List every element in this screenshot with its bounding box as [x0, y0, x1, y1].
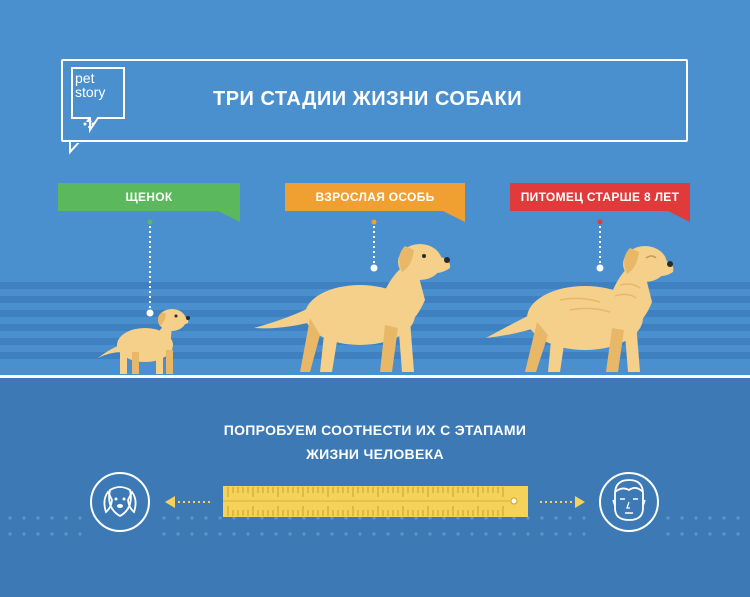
senior-dog-illustration — [486, 246, 674, 372]
stage-label-puppy: ЩЕНОК — [125, 190, 173, 204]
pointer-dot-senior — [596, 264, 604, 272]
pointer-dot-puppy — [146, 309, 154, 317]
bottom-dot-rows — [8, 516, 740, 536]
logo-line1: pet — [75, 70, 95, 86]
subtitle-line1: ПОПРОБУЕМ СООТНЕСТИ ИХ С ЭТАПАМИ — [223, 422, 527, 438]
stage-label-senior: ПИТОМЕЦ СТАРШЕ 8 ЛЕТ — [520, 190, 680, 204]
logo-text: pet story — [75, 71, 125, 99]
page-title: ТРИ СТАДИИ ЖИЗНИ СОБАКИ — [213, 88, 523, 110]
subtitle: ПОПРОБУЕМ СООТНЕСТИ ИХ С ЭТАПАМИ ЖИЗНИ Ч… — [150, 418, 600, 466]
subtitle-line2: ЖИЗНИ ЧЕЛОВЕКА — [306, 446, 444, 462]
pointer-dot-adult — [370, 264, 378, 272]
pointer-lines — [149, 221, 601, 310]
ground-line — [0, 375, 750, 378]
petstory-logo — [71, 67, 125, 134]
right-arrow — [540, 496, 585, 508]
puppy-illustration — [98, 309, 190, 374]
cat-face-icon — [83, 117, 95, 128]
human-face-icon — [599, 472, 659, 532]
dog-face-icon — [90, 472, 150, 532]
ruler — [223, 486, 528, 517]
stage-box-senior — [510, 183, 690, 222]
header-box: pet story ТРИ СТАДИИ ЖИЗНИ СОБАКИ — [61, 59, 688, 142]
logo-line2: story — [75, 84, 106, 100]
stage-box-puppy — [58, 183, 240, 222]
adult-dog-illustration — [254, 244, 451, 372]
left-arrow — [165, 496, 212, 508]
stage-box-adult — [285, 183, 465, 222]
stage-label-adult: ВЗРОСЛАЯ ОСОБЬ — [315, 190, 435, 204]
